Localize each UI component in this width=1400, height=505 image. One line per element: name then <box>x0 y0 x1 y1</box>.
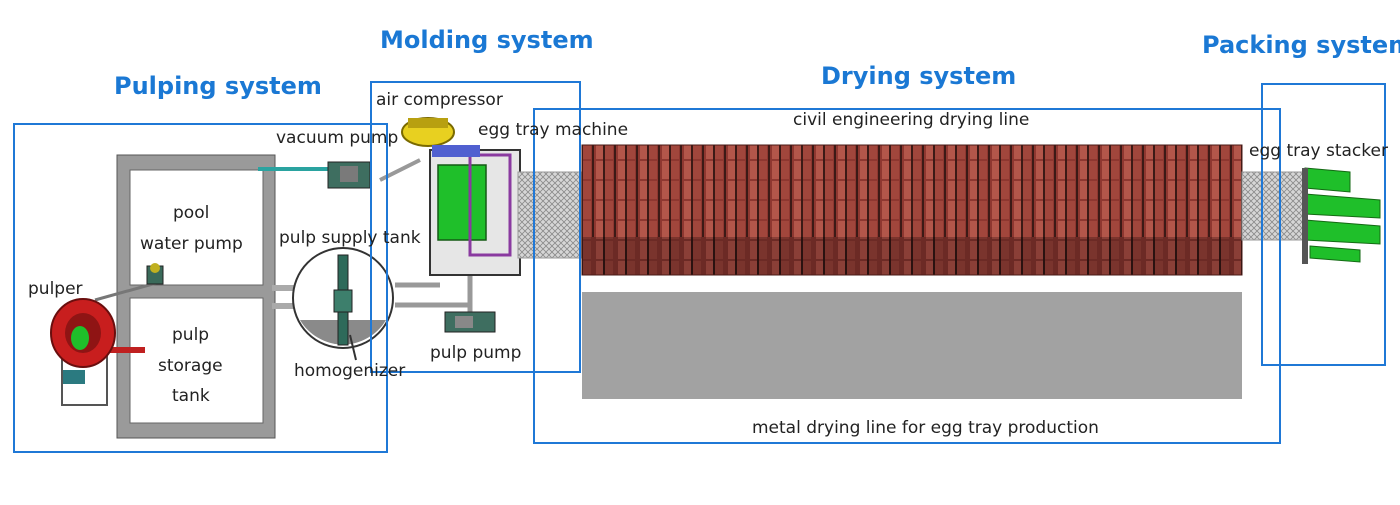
water-pump-label: water pump <box>140 234 243 254</box>
vacuum-pump-machine <box>327 161 371 189</box>
vacuum-pump-label: vacuum pump <box>276 128 399 148</box>
civil-drying-line <box>581 144 1243 276</box>
pool-label: pool <box>173 203 210 223</box>
egg-tray-machine-unit <box>429 145 582 276</box>
pulper-label: pulper <box>28 279 83 299</box>
stacker-conveyor <box>1241 171 1305 241</box>
pulp-label: pulp <box>172 325 210 345</box>
pulp-pump-label: pulp pump <box>430 343 522 363</box>
metal-drying-line <box>582 292 1242 399</box>
civil-drying-line-label: civil engineering drying line <box>793 110 1030 130</box>
egg-tray-machine-label: egg tray machine <box>478 120 629 140</box>
pulp-supply-tank-label: pulp supply tank <box>279 228 421 248</box>
pulper-machine <box>50 298 116 406</box>
molding-system-title: Molding system <box>380 26 594 54</box>
packing-system-box <box>1261 83 1386 366</box>
drying-system-box <box>533 108 1281 444</box>
molding-system-box <box>370 81 581 373</box>
tank-label: tank <box>172 386 210 406</box>
metal-drying-line-label: metal drying line for egg tray productio… <box>752 418 1099 438</box>
pulp-pump-machine <box>444 311 496 333</box>
pulp-supply-tank-machine <box>292 247 394 361</box>
homogenizer-label: homogenizer <box>294 361 406 381</box>
drying-system-title: Drying system <box>821 62 1017 90</box>
packing-system-title: Packing system <box>1202 31 1400 59</box>
air-compressor-machine <box>401 117 455 147</box>
water-pump-machine <box>146 263 164 285</box>
storage-label: storage <box>158 356 223 376</box>
air-compressor-label: air compressor <box>376 90 503 110</box>
egg-tray-stacker-machine <box>1302 167 1381 264</box>
egg-tray-stacker-label: egg tray stacker <box>1249 141 1388 161</box>
pulping-system-title: Pulping system <box>114 72 322 100</box>
pulping-system-box <box>13 123 388 453</box>
